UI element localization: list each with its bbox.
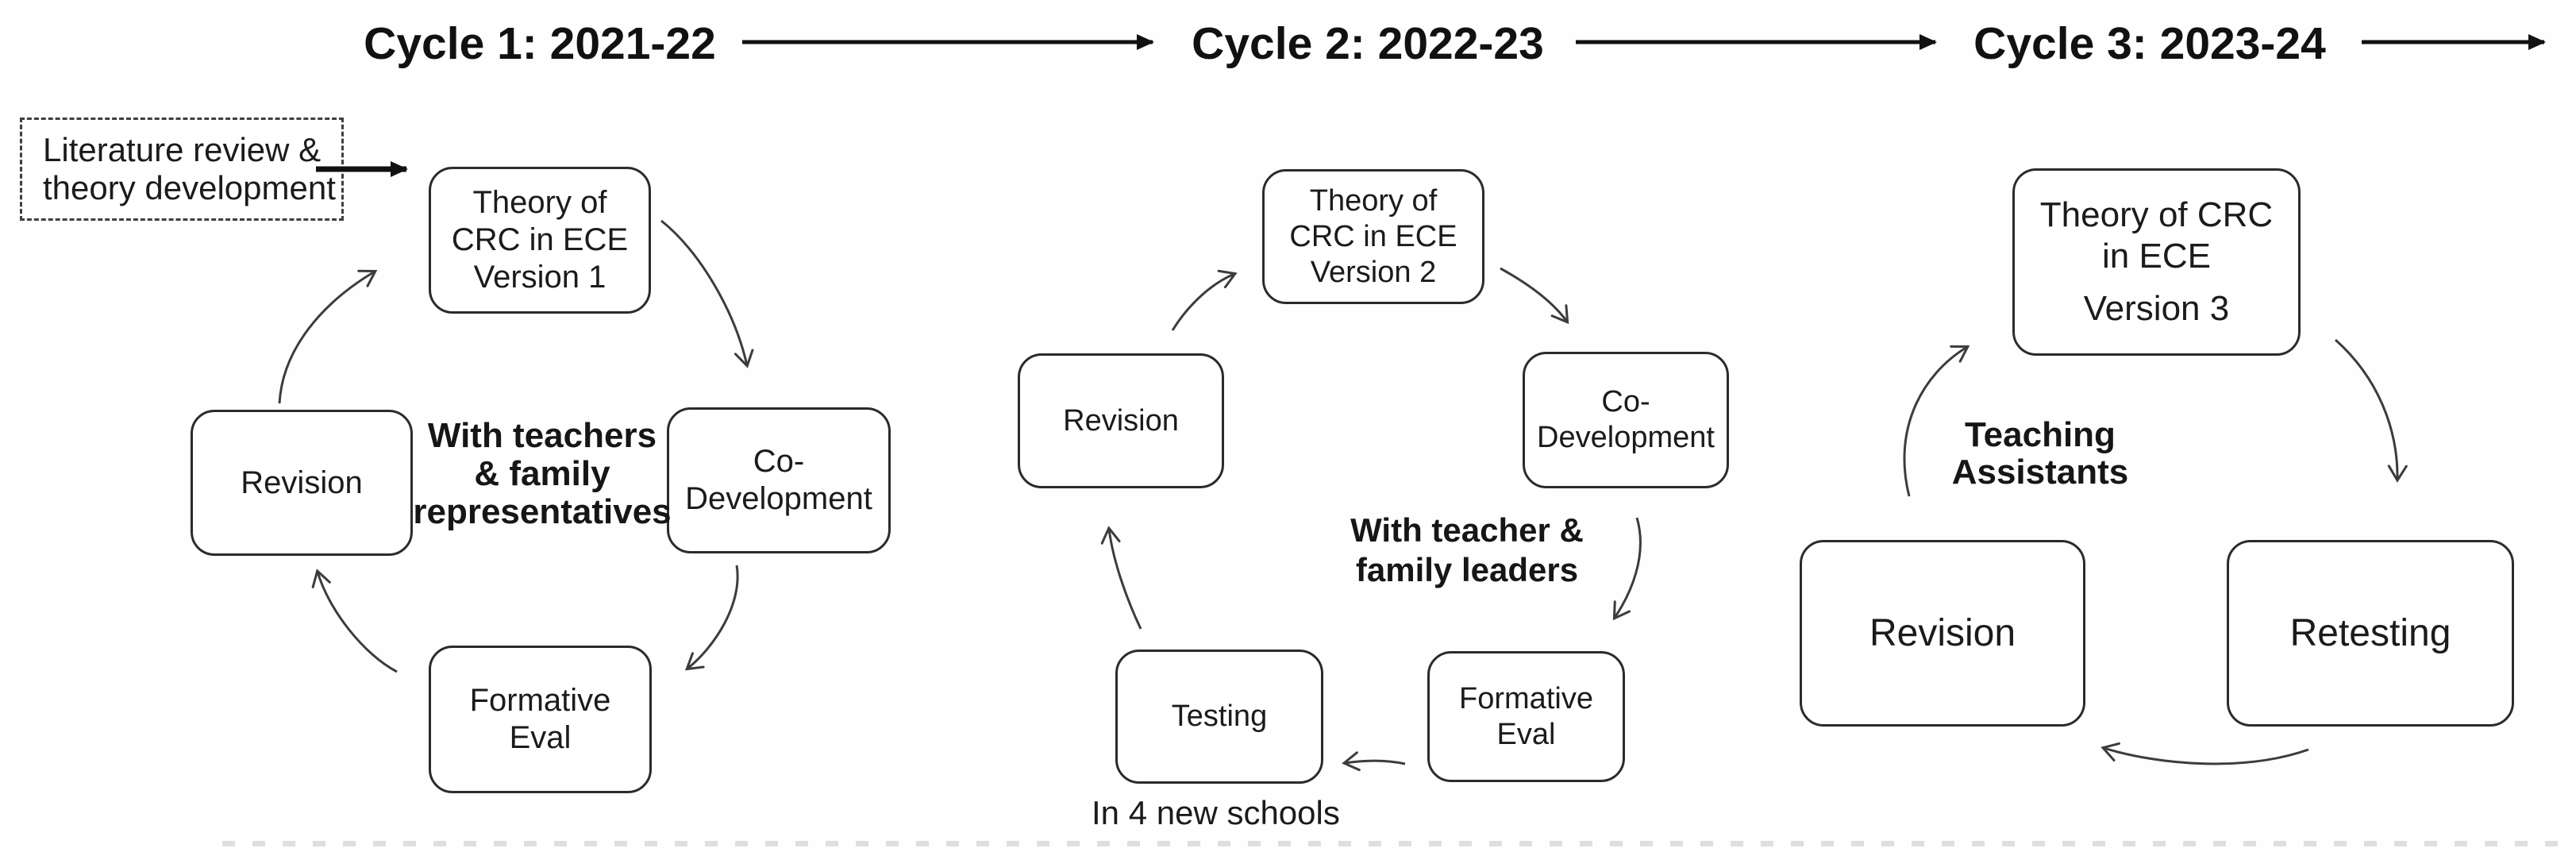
cycle1-title: Cycle 1: 2021-22 <box>364 18 716 69</box>
cycle2-schools-caption: In 4 new schools <box>1092 794 1340 831</box>
cycle1-theory-label: Theory of CRC in ECE Version 1 <box>451 185 629 295</box>
cycle1-participants-note: With teachers & family representatives <box>413 416 672 531</box>
cycle3-retesting-box: Retesting <box>2227 540 2514 727</box>
cycle2-arrow-formative-to-testing <box>1342 751 1406 772</box>
cycle3-arrow-theory-to-retesting <box>2335 338 2408 483</box>
cycle2-testing-label: Testing <box>1171 700 1268 733</box>
cycle1-revision-label: Revision <box>241 465 363 500</box>
cycle1-formative-eval-label: Formative Eval <box>469 683 611 755</box>
cycle2-theory-box: Theory of CRC in ECE Version 2 <box>1262 169 1484 304</box>
cycle1-revision-box: Revision <box>191 410 413 556</box>
cycle2-arrow-theory-to-codevelopment <box>1500 267 1569 325</box>
cycle1-codevelopment-label: Co- Development <box>685 444 872 516</box>
cycle3-theory-label: Theory of CRC in ECE <box>2039 195 2274 276</box>
cycle2-participants-note: With teacher & family leaders <box>1350 511 1584 588</box>
cycle2-theory-label: Theory of CRC in ECE Version 2 <box>1289 183 1457 289</box>
cycle3-theory-box: Theory of CRC in ECE Version 3 <box>2012 168 2301 356</box>
cycle3-revision-box: Revision <box>1800 540 2085 727</box>
cycle2-arrow-revision-to-theory <box>1171 269 1238 331</box>
cycle2-revision-box: Revision <box>1018 353 1224 488</box>
cycle2-title: Cycle 2: 2022-23 <box>1192 18 1544 69</box>
cycle1-arrow-revision-to-theory <box>278 269 378 404</box>
cycle1-formative-eval-box: Formative Eval <box>429 646 652 793</box>
literature-review-label: Literature review & theory development <box>43 131 336 206</box>
cycle3-revision-label: Revision <box>1869 611 2016 654</box>
cycle3-participants-note: Teaching Assistants <box>1951 415 2129 492</box>
cycle2-revision-label: Revision <box>1063 403 1179 438</box>
cycle1-theory-box: Theory of CRC in ECE Version 1 <box>429 167 651 314</box>
cycle3-arrow-retesting-to-revision <box>2100 742 2309 765</box>
cycle3-retesting-label: Retesting <box>2289 611 2451 654</box>
cycle2-formative-eval-box: Formative Eval <box>1427 651 1625 782</box>
cycle3-theory-version-label: Version 3 <box>2083 289 2230 328</box>
cycle1-arrow-theory-to-codevelopment <box>660 219 754 368</box>
cycle2-arrow-codevelopment-to-formative <box>1612 517 1642 621</box>
bottom-scan-artifact <box>222 841 2572 846</box>
cycle1-arrow-codevelopment-to-formative <box>684 565 739 671</box>
cycle1-codevelopment-box: Co- Development <box>667 407 891 553</box>
cycle2-formative-eval-label: Formative Eval <box>1459 681 1593 751</box>
cycle2-arrow-testing-to-revision <box>1100 526 1142 630</box>
cycle2-codevelopment-box: Co- Development <box>1523 352 1729 488</box>
cycle1-arrow-formative-to-revision <box>311 569 398 673</box>
cycle2-codevelopment-label: Co- Development <box>1537 385 1715 454</box>
cycle3-title: Cycle 3: 2023-24 <box>1973 18 2326 69</box>
cycle2-testing-box: Testing <box>1115 650 1323 784</box>
cycle3-arrow-revision-to-theory <box>1903 345 1970 497</box>
